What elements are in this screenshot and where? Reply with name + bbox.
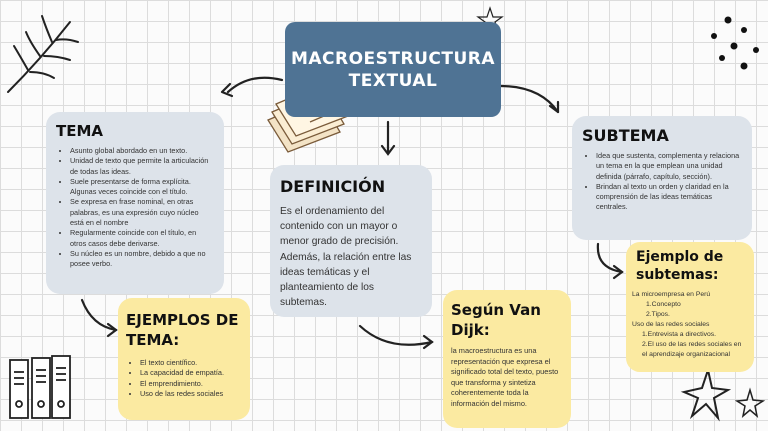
arrow-icon [548, 100, 560, 114]
subtema-heading: SUBTEMA [582, 126, 669, 145]
ejemplo-subtemas-card: Ejemplo de subtemas: La microempresa en … [626, 242, 754, 372]
tema-heading: TEMA [56, 122, 104, 140]
list-item: Su núcleo es un nombre, debido a que no … [70, 249, 214, 270]
arrow-icon [596, 242, 624, 274]
list-item: Suele presentarse de forma explícita. Al… [70, 177, 214, 198]
main-title-box: MACROESTRUCTURA TEXTUAL [285, 22, 501, 117]
list-item: Uso de las redes sociales [140, 389, 242, 399]
arrow-icon [422, 334, 434, 350]
ejemplos-tema-card: EJEMPLOS DE TEMA: El texto científico. L… [118, 298, 250, 420]
arrow-icon [358, 324, 434, 346]
ejemplo-subtemas-heading-line2: subtemas: [636, 267, 719, 283]
star-icon [680, 366, 732, 422]
list-item: Idea que sustenta, complementa y relacio… [596, 151, 742, 182]
list-item: Brindan al texto un orden y claridad en … [596, 182, 742, 213]
van-dijk-heading-line2: Dijk: [451, 321, 490, 339]
ejemplos-tema-heading-line2: TEMA: [126, 331, 180, 349]
subtemas-line: 2.Tipos. [646, 311, 670, 318]
arrow-icon [498, 84, 560, 114]
definicion-card: DEFINICIÓN Es el ordenamiento del conten… [270, 165, 432, 317]
ejemplos-tema-list: El texto científico. La capacidad de emp… [126, 358, 242, 399]
arrow-icon [612, 264, 624, 280]
main-title-line2: TEXTUAL [348, 70, 438, 91]
subtemas-line: 1.Entrevista a directivos. [642, 331, 717, 338]
van-dijk-heading-line1: Según Van [451, 301, 541, 319]
subtemas-line: Uso de las redes sociales [632, 321, 710, 328]
arrow-icon [380, 144, 396, 156]
list-item: Asunto global abordado en un texto. [70, 146, 214, 156]
tema-card: TEMA Asunto global abordado en un texto.… [46, 112, 224, 294]
star-icon [734, 387, 766, 418]
definicion-text: Es el ordenamiento del contenido con un … [280, 206, 412, 309]
definicion-heading: DEFINICIÓN [280, 177, 386, 196]
ejemplos-tema-heading-line1: EJEMPLOS DE [126, 311, 239, 329]
arrow-icon [220, 82, 234, 98]
subtema-card: SUBTEMA Idea que sustenta, complementa y… [572, 116, 752, 240]
list-item: Se expresa en frase nominal, en otras pa… [70, 197, 214, 228]
list-item: Regularmente coincide con el título, en … [70, 228, 214, 249]
subtemas-line: 1.Concepto [646, 301, 681, 308]
tema-list: Asunto global abordado en un texto. Unid… [56, 146, 214, 270]
main-title-line1: MACROESTRUCTURA [290, 48, 496, 69]
list-item: La capacidad de empatía. [140, 368, 242, 378]
list-item: Unidad de texto que permite la articulac… [70, 156, 214, 177]
ejemplo-subtemas-heading-line1: Ejemplo de [636, 249, 724, 265]
binders-icon [9, 355, 71, 419]
list-item: El emprendimiento. [140, 379, 242, 389]
arrow-icon [226, 76, 284, 94]
arrow-icon [106, 322, 118, 338]
subtemas-line: 2.El uso de las redes sociales en el apr… [642, 341, 742, 358]
subtema-list: Idea que sustenta, complementa y relacio… [582, 151, 742, 213]
arrow-icon [80, 298, 118, 332]
leaf-branch-icon [7, 15, 79, 93]
van-dijk-card: Según Van Dijk: la macroestructura es un… [443, 290, 571, 428]
van-dijk-text: la macroestructura es una representación… [451, 346, 559, 408]
dots-decoration-icon [711, 16, 759, 70]
subtemas-line: La microempresa en Perú [632, 291, 711, 298]
list-item: El texto científico. [140, 358, 242, 368]
